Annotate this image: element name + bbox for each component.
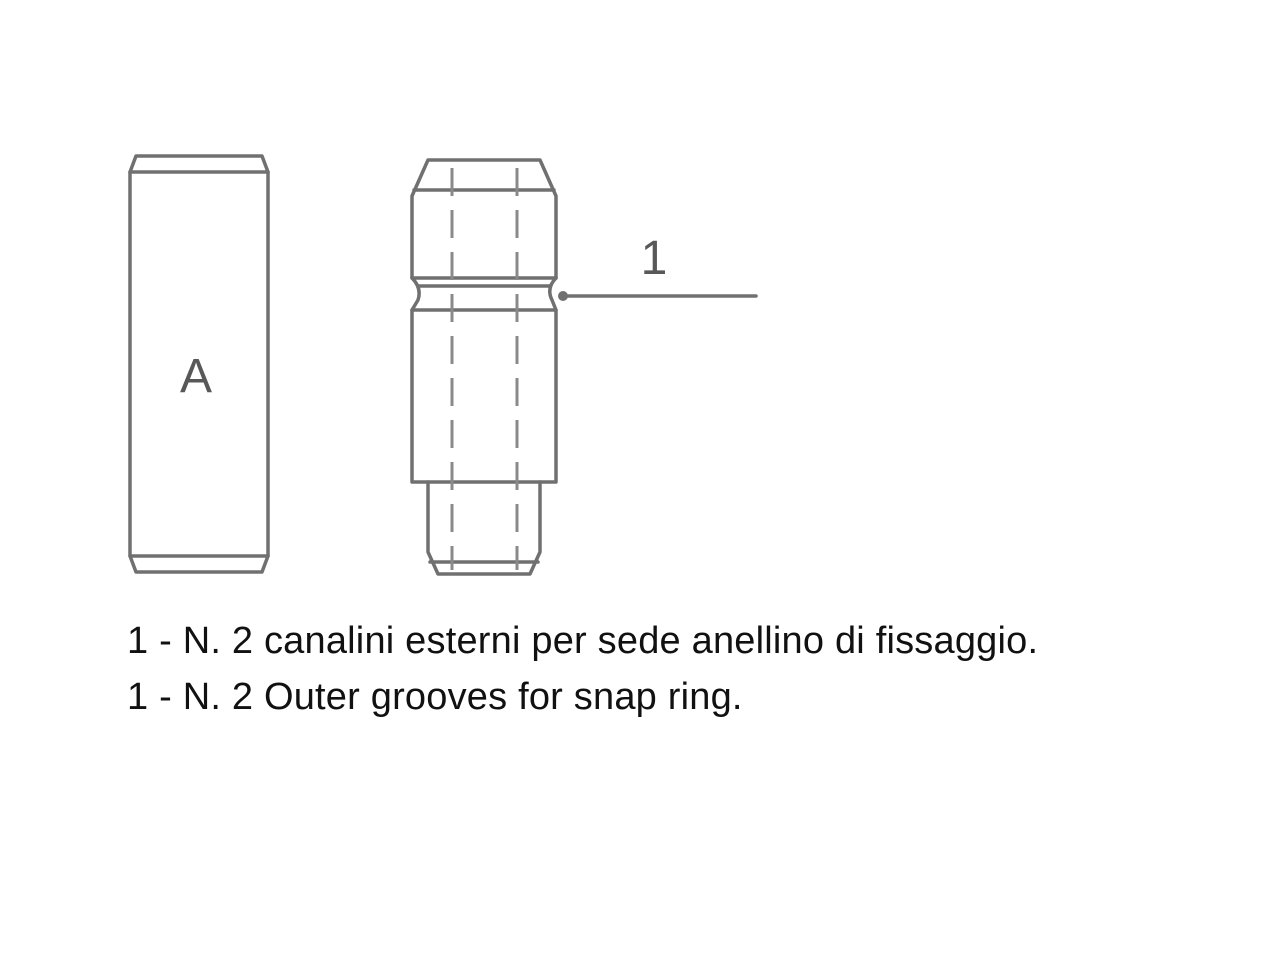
part-a-guide: A xyxy=(128,154,270,574)
stepped-guide-middle-body xyxy=(410,308,558,484)
stepped-guide-upper-body xyxy=(410,158,558,280)
callout-1: 1 xyxy=(558,232,758,301)
stepped-guide-lower-stem xyxy=(426,480,542,576)
caption-english: 1 - N. 2 Outer grooves for snap ring. xyxy=(127,676,743,718)
caption-italian: 1 - N. 2 canalini esterni per sede anell… xyxy=(127,620,1039,662)
groove xyxy=(410,276,558,312)
stepped-guide xyxy=(410,158,558,576)
part-a-outline xyxy=(128,154,270,574)
part-a-label: A xyxy=(180,350,212,403)
callout-dot xyxy=(558,291,568,301)
callout-label: 1 xyxy=(641,232,668,285)
